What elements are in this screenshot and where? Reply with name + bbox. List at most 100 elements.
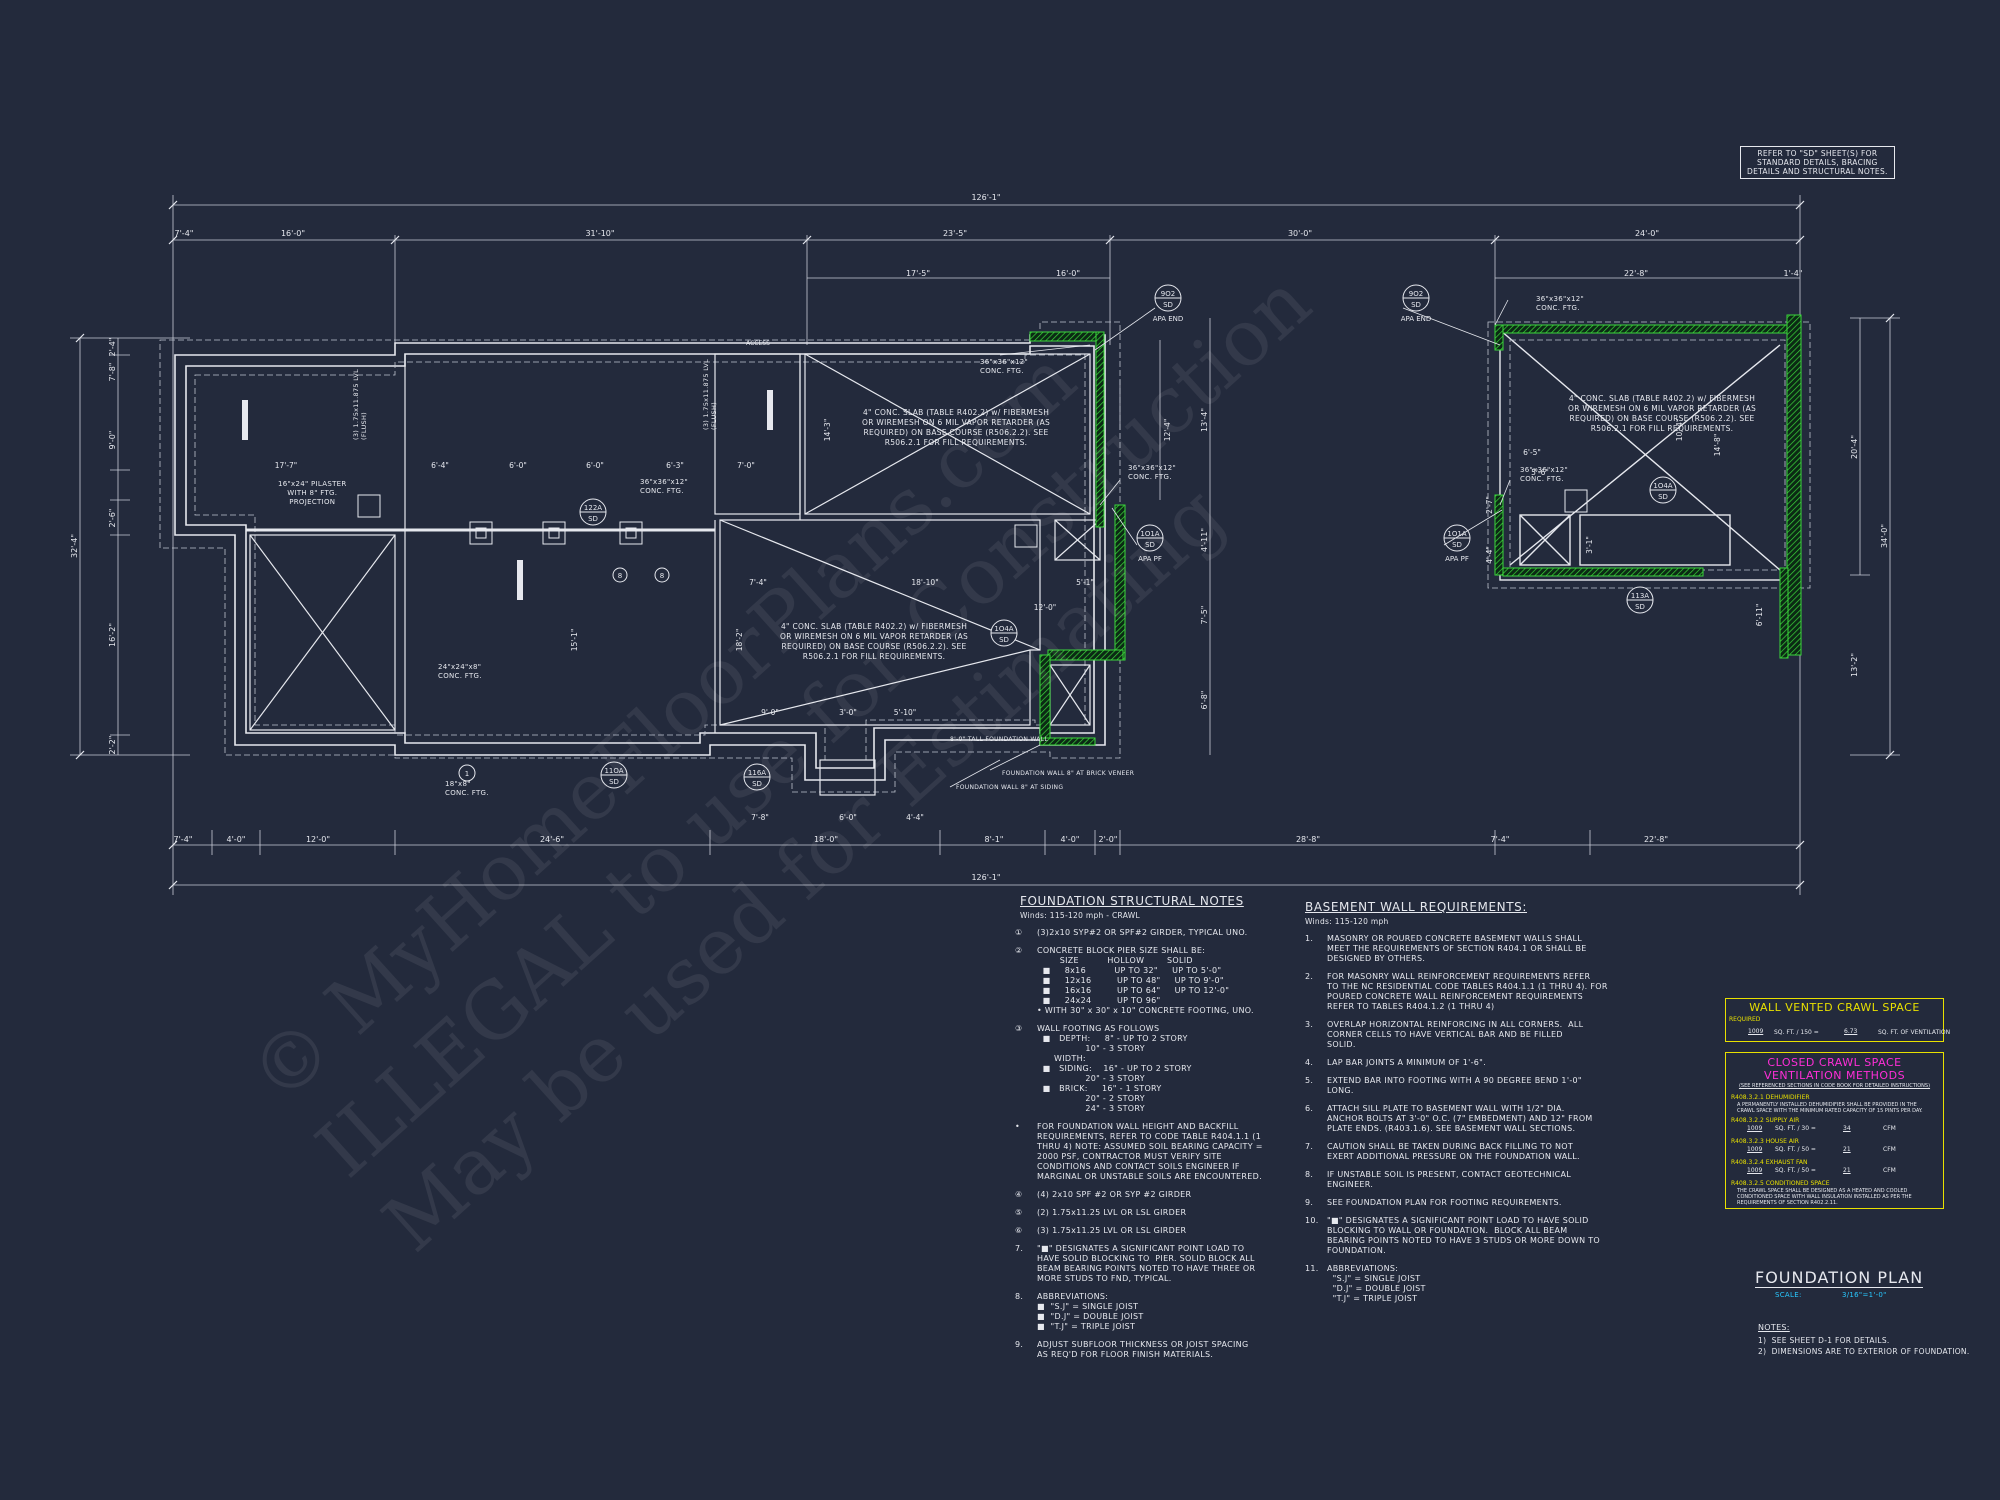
left-dim-1: 7'-8" — [108, 363, 117, 382]
tag-3: 8 — [660, 572, 664, 580]
bottom-dim-5: 8'-1" — [985, 835, 1004, 844]
callout-10-bot: SD — [1635, 603, 1645, 611]
bwr-list: 1.MASONRY OR POURED CONCRETE BASEMENT WA… — [1305, 934, 1607, 1312]
scale-value: 3/16"=1'-0" — [1842, 1291, 1887, 1299]
int-dim-8: 12'-0" — [1034, 603, 1057, 612]
slab-note-3: 4" CONC. SLAB (TABLE R402.2) w/ FIBERMES… — [1568, 394, 1757, 433]
fsn-item: ⑥(3) 1.75x11.25 LVL OR LSL GIRDER — [1015, 1226, 1265, 1236]
bwr-item-text: LAP BAR JOINTS A MINIMUM OF 1'-6". — [1327, 1058, 1487, 1067]
int-dim-15: 4'-4" — [906, 813, 924, 822]
int-dim-25: 4'-4" — [1485, 546, 1494, 564]
callout-9-bot: SD — [1658, 493, 1668, 501]
int-dim-22: 3'-1" — [1585, 536, 1594, 554]
fsn-item-no: 8. — [1015, 1292, 1024, 1301]
house-air-result: 21 — [1843, 1146, 1851, 1153]
exhaust-fan-label: R408.3.2.4 EXHAUST FAN — [1731, 1159, 1808, 1166]
bwr-item-text: FOR MASONRY WALL REINFORCEMENT REQUIREME… — [1327, 972, 1608, 1011]
left-dim-0: 2'-4" — [108, 338, 117, 357]
fsn-item: 9.ADJUST SUBFLOOR THICKNESS OR JOIST SPA… — [1015, 1340, 1265, 1360]
right-building — [1499, 329, 1797, 581]
fsn-item-no: 9. — [1015, 1340, 1024, 1349]
siding-wall-label: FOUNDATION WALL 8" AT SIDING — [956, 784, 1064, 791]
right-green-walls — [1494, 314, 1802, 659]
fsn-item-no: • — [1015, 1122, 1021, 1131]
tag-2: 8 — [618, 572, 622, 580]
bottom-dim-6: 4'-0" — [1061, 835, 1080, 844]
right-dim-2: 13'-2" — [1850, 653, 1859, 677]
int-dim-17: 18'-2" — [735, 629, 744, 652]
int-dim-18: 15'-1" — [570, 629, 579, 652]
bwr-item-no: 8. — [1305, 1170, 1314, 1179]
int-dim-10: 9'-0" — [761, 708, 779, 717]
int-dim-3: 6'-0" — [586, 461, 604, 470]
note-1: 1) SEE SHEET D-1 FOR DETAILS. — [1758, 1336, 1890, 1345]
callout-2-bot: SD — [1145, 541, 1155, 549]
top-dim-4: 30'-0" — [1288, 229, 1312, 238]
left-dim-3: 2'-6" — [108, 509, 117, 528]
house-air-cfm: CFM — [1883, 1146, 1896, 1153]
bwr-item-no: 7. — [1305, 1142, 1314, 1151]
bwr-item-text: IF UNSTABLE SOIL IS PRESENT, CONTACT GEO… — [1327, 1170, 1572, 1189]
vented-crawl-title: WALL VENTED CRAWL SPACE — [1749, 1001, 1920, 1014]
int-dim-2: 6'-0" — [509, 461, 527, 470]
fsn-item-text: (2) 1.75x11.25 LVL OR LSL GIRDER — [1037, 1208, 1187, 1217]
footing-24-label: 24"x24"x8" CONC. FTG. — [438, 663, 482, 680]
bwr-item-no: 11. — [1305, 1264, 1319, 1273]
fsn-item-text: (3)2x10 SYP#2 OR SPF#2 GIRDER, TYPICAL U… — [1037, 928, 1248, 937]
bwr-item-text: EXTEND BAR INTO FOOTING WITH A 90 DEGREE… — [1327, 1076, 1582, 1095]
bottom-dim-10: 22'-8" — [1644, 835, 1668, 844]
callout-8-bot: SD — [1452, 541, 1462, 549]
mid-dim-2: 7'-5" — [1200, 606, 1209, 625]
bwr-item: 7.CAUTION SHALL BE TAKEN DURING BACK FIL… — [1305, 1142, 1580, 1162]
top-dim2-0: 17'-5" — [906, 269, 930, 278]
vertical-dims: 32'-4" 2'-4" 7'-8" 9'-0" 2'-6" 16'-2" 2'… — [70, 338, 1889, 755]
fsn-item-no: ② — [1015, 946, 1023, 955]
int-dim-16: 14'-3" — [823, 419, 832, 442]
top-dim-2: 31'-10" — [585, 229, 614, 238]
dehumidifier-label: R408.3.2.1 DEHUMIDIFIER — [1731, 1094, 1810, 1101]
vented-unit: SQ. FT. / 150 = — [1774, 1029, 1819, 1036]
footing-label-4: 36"x36"x12" CONC. FTG. — [1520, 466, 1568, 483]
footing-label-1: 36"x36"x12" CONC. FTG. — [980, 358, 1028, 375]
int-dim-20: 14'-8" — [1713, 434, 1722, 457]
int-dim-21: 6'-5" — [1523, 448, 1541, 457]
top-dim-1: 16'-0" — [281, 229, 305, 238]
fsn-item-text: FOR FOUNDATION WALL HEIGHT AND BACKFILL … — [1037, 1122, 1263, 1181]
top-dim-5: 24'-0" — [1635, 229, 1659, 238]
callout-3-top: 122A — [584, 504, 602, 512]
apa-end-2: APA END — [1401, 315, 1432, 323]
bottom-dim-4: 18'-0" — [814, 835, 838, 844]
bwr-item-text: ABBREVIATIONS: "S.J" = SINGLE JOIST "D.J… — [1327, 1264, 1426, 1303]
bwr-item-no: 3. — [1305, 1020, 1314, 1029]
house-air-row: 1009 SQ. FT. / 50 = 21 CFM — [1731, 1146, 1939, 1156]
fsn-item: ⑤(2) 1.75x11.25 LVL OR LSL GIRDER — [1015, 1208, 1265, 1218]
mid-dim-1: 4'-11" — [1200, 528, 1209, 552]
footing-18-label: 18"x8" CONC. FTG. — [445, 780, 489, 797]
int-dim-23: 6'-11" — [1755, 604, 1764, 627]
bwr-item-text: "■" DESIGNATES A SIGNIFICANT POINT LOAD … — [1327, 1216, 1600, 1255]
scale-label: SCALE: — [1775, 1291, 1802, 1299]
bottom-dim-0: 7'-4" — [174, 835, 193, 844]
callout-circles — [458, 284, 1677, 791]
dimension-lines — [70, 195, 1900, 895]
closed-crawl-sub: (SEE REFERENCED SECTIONS IN CODE BOOK FO… — [1738, 1083, 1931, 1089]
bottom-dim-7: 2'-0" — [1099, 835, 1118, 844]
int-dim-14: 7'-8" — [751, 813, 769, 822]
callout-10-top: 113A — [1631, 592, 1649, 600]
fsn-item-no: ④ — [1015, 1190, 1023, 1199]
fsn-item-no: ③ — [1015, 1024, 1023, 1033]
footing-label-3: 36"x36"x12" CONC. FTG. — [640, 478, 688, 495]
bwr-item: 10."■" DESIGNATES A SIGNIFICANT POINT LO… — [1305, 1216, 1600, 1256]
vented-result-unit: SQ. FT. OF VENTILATION — [1878, 1029, 1951, 1036]
right-dim-1: 34'-0" — [1880, 524, 1889, 548]
house-air-label: R408.3.2.3 HOUSE AIR — [1731, 1138, 1799, 1145]
fsn-item-text: "■" DESIGNATES A SIGNIFICANT POINT LOAD … — [1037, 1244, 1256, 1283]
house-air-unit: SQ. FT. / 50 = — [1775, 1146, 1816, 1153]
overall-top-dim: 126'-1" — [971, 193, 1000, 202]
conditioned-label: R408.3.2.5 CONDITIONED SPACE — [1731, 1180, 1830, 1187]
int-dim-6: 7'-4" — [749, 578, 767, 587]
callout-leaders — [949, 299, 1511, 788]
callout-1-bot: SD — [1163, 301, 1173, 309]
